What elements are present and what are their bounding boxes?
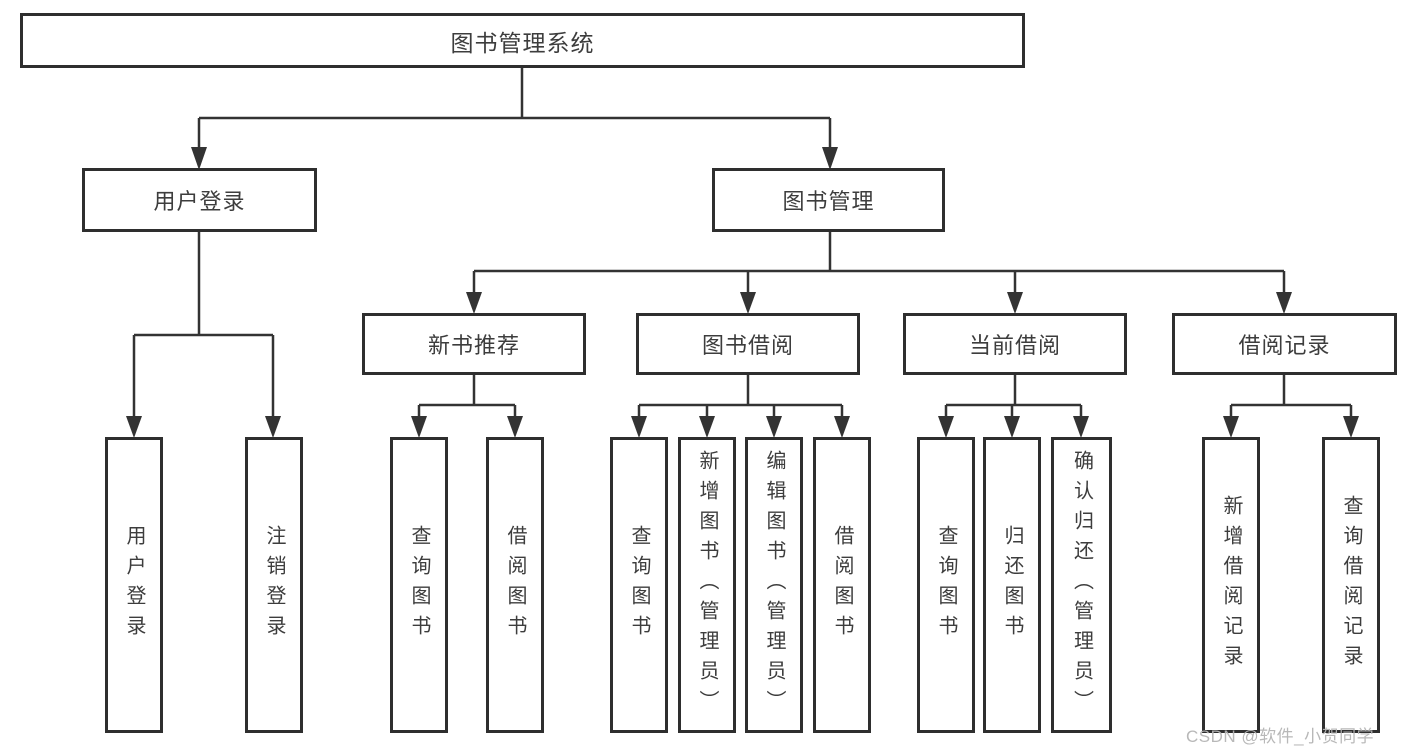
arrow-down-icon bbox=[191, 147, 207, 170]
arrow-down-icon bbox=[822, 147, 838, 170]
arrow-down-icon bbox=[699, 416, 715, 438]
leaf-cb-query-book-label: 查询图书 bbox=[935, 525, 957, 645]
connector-newbook-to-leaves bbox=[417, 375, 517, 418]
leaf-bb-query-book: 查询图书 bbox=[610, 437, 668, 733]
leaf-bb-edit-book: 编辑图书（管理员） bbox=[745, 437, 803, 733]
arrow-down-icon bbox=[631, 416, 647, 438]
arrow-down-icon bbox=[834, 416, 850, 438]
connector-currentborrow-to-leaves bbox=[944, 375, 1083, 418]
node-new-book-recommend-label: 新书推荐 bbox=[427, 333, 520, 358]
node-book-borrow: 图书借阅 bbox=[636, 313, 860, 375]
arrow-down-icon bbox=[1343, 416, 1359, 438]
arrow-down-icon bbox=[1007, 292, 1023, 314]
leaf-bb-add-book-label: 新增图书（管理员） bbox=[696, 450, 718, 720]
connector-root-to-level2 bbox=[197, 68, 832, 150]
node-borrow-record: 借阅记录 bbox=[1172, 313, 1397, 375]
arrow-down-icon bbox=[1276, 292, 1292, 314]
arrow-down-icon bbox=[466, 292, 482, 314]
watermark: CSDN @软件_小贺同学 bbox=[1186, 727, 1375, 746]
leaf-nb-borrow-book: 借阅图书 bbox=[486, 437, 544, 733]
leaf-cb-confirm-return-label: 确认归还（管理员） bbox=[1070, 450, 1093, 720]
node-new-book-recommend: 新书推荐 bbox=[362, 313, 586, 375]
leaf-nb-query-book-label: 查询图书 bbox=[408, 525, 430, 645]
leaf-bb-borrow-book-label: 借阅图书 bbox=[831, 525, 853, 645]
leaf-cb-return-book: 归还图书 bbox=[983, 437, 1041, 733]
node-current-borrow-label: 当前借阅 bbox=[968, 333, 1061, 358]
leaf-user-login-label: 用户登录 bbox=[123, 525, 145, 645]
arrow-down-icon bbox=[1073, 416, 1089, 438]
node-root-label: 图书管理系统 bbox=[450, 29, 595, 56]
arrow-down-icon bbox=[1223, 416, 1239, 438]
leaf-br-add-record-label: 新增借阅记录 bbox=[1220, 495, 1242, 675]
arrow-down-icon bbox=[507, 416, 523, 438]
leaf-cb-confirm-return: 确认归还（管理员） bbox=[1051, 437, 1112, 733]
leaf-bb-add-book: 新增图书（管理员） bbox=[678, 437, 736, 733]
connector-bookborrow-to-leaves bbox=[637, 375, 844, 418]
node-root: 图书管理系统 bbox=[20, 13, 1025, 68]
arrowhead-icons bbox=[126, 147, 1359, 438]
node-book-borrow-label: 图书借阅 bbox=[701, 333, 794, 358]
node-book-management-label: 图书管理 bbox=[782, 189, 875, 214]
arrow-down-icon bbox=[126, 416, 142, 438]
node-borrow-record-label: 借阅记录 bbox=[1238, 333, 1331, 358]
leaf-bb-borrow-book: 借阅图书 bbox=[813, 437, 871, 733]
leaf-bb-query-book-label: 查询图书 bbox=[628, 525, 650, 645]
leaf-nb-borrow-book-label: 借阅图书 bbox=[504, 525, 526, 645]
arrow-down-icon bbox=[265, 416, 281, 438]
node-user-login-label: 用户登录 bbox=[153, 189, 246, 214]
node-current-borrow: 当前借阅 bbox=[903, 313, 1127, 375]
arrow-down-icon bbox=[411, 416, 427, 438]
arrow-down-icon bbox=[766, 416, 782, 438]
leaf-logout-login: 注销登录 bbox=[245, 437, 303, 733]
node-user-login: 用户登录 bbox=[82, 168, 317, 232]
leaf-cb-query-book: 查询图书 bbox=[917, 437, 975, 733]
connector-borrowrecord-to-leaves bbox=[1229, 375, 1353, 418]
leaf-br-query-record: 查询借阅记录 bbox=[1322, 437, 1380, 733]
leaf-logout-login-label: 注销登录 bbox=[263, 525, 285, 645]
leaf-user-login: 用户登录 bbox=[105, 437, 163, 733]
arrow-down-icon bbox=[938, 416, 954, 438]
arrow-down-icon bbox=[740, 292, 756, 314]
node-book-management: 图书管理 bbox=[712, 168, 945, 232]
leaf-br-query-record-label: 查询借阅记录 bbox=[1340, 495, 1362, 675]
connector-bookmgmt-to-modules bbox=[472, 232, 1286, 294]
leaf-cb-return-book-label: 归还图书 bbox=[1001, 525, 1023, 645]
connector-userlogin-to-leaves bbox=[132, 232, 275, 418]
leaf-bb-edit-book-label: 编辑图书（管理员） bbox=[763, 450, 785, 720]
arrow-down-icon bbox=[1004, 416, 1020, 438]
leaf-nb-query-book: 查询图书 bbox=[390, 437, 448, 733]
leaf-br-add-record: 新增借阅记录 bbox=[1202, 437, 1260, 733]
